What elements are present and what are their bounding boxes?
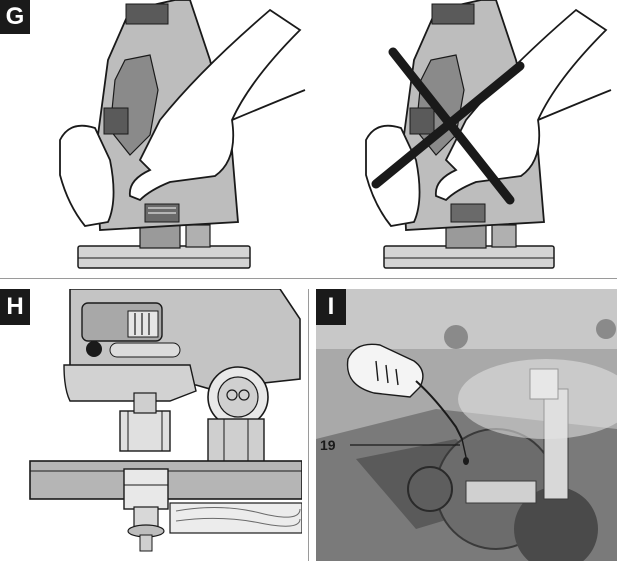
- left-hand: [59, 124, 115, 227]
- panel-h: H: [0, 289, 302, 561]
- oil-bottle: [346, 343, 469, 465]
- right-hand: [128, 8, 302, 202]
- panel-h-illustration: [29, 289, 302, 552]
- panel-g: G: [0, 0, 617, 276]
- panel-g-label: G: [0, 0, 30, 34]
- panel-divider-vertical: [308, 289, 309, 561]
- cross-mark: [371, 47, 525, 205]
- panel-i-label: I: [316, 289, 346, 325]
- incorrect-grip-view: [365, 0, 612, 269]
- panel-g-illustration: [59, 0, 612, 269]
- router-base-plate-2: [383, 245, 555, 269]
- panel-i-photo: 19: [316, 289, 617, 561]
- correct-grip-view: [59, 0, 306, 269]
- right-hand-2: [434, 8, 608, 202]
- panel-i: 19 I: [316, 289, 617, 561]
- router-base-plate: [77, 245, 251, 269]
- panel-h-label: H: [0, 289, 30, 325]
- panel-divider-horizontal: [0, 278, 617, 279]
- callout-19: 19: [320, 437, 336, 453]
- workpiece: [169, 502, 302, 534]
